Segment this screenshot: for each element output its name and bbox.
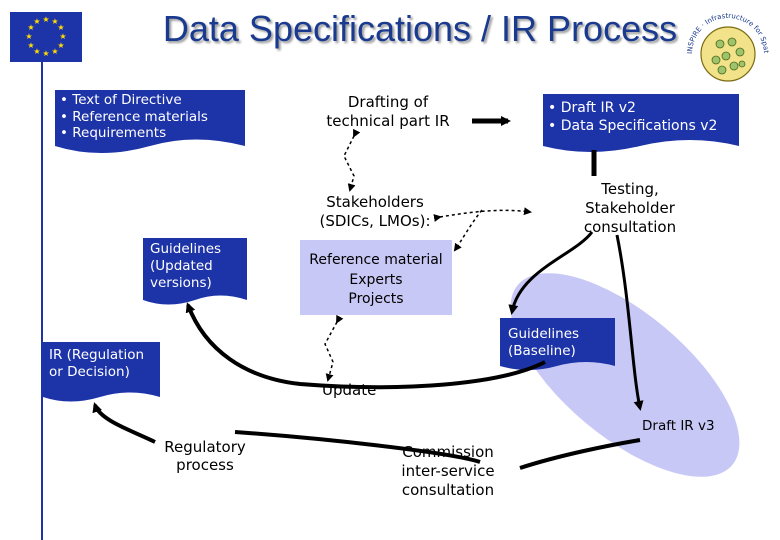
- arrow-testing-to-v3: [615, 234, 644, 411]
- reference-label: Reference material Experts Projects: [300, 251, 452, 310]
- inputs-item: • Requirements: [60, 125, 167, 141]
- guidelines-updated-box: [143, 238, 247, 305]
- arrow-commission-curve: [234, 430, 481, 464]
- svg-text:★: ★: [25, 32, 32, 41]
- draft-v2-list: • Draft IR v2 • Data Specifications v2: [548, 99, 738, 135]
- drafting-label: Drafting of technical part IR: [326, 93, 450, 130]
- eu-flag-logo: ★★★ ★★★ ★★★ ★★★: [10, 12, 82, 62]
- svg-text:★: ★: [59, 32, 66, 41]
- draft-v2-item: • Draft IR v2: [548, 100, 636, 116]
- dashed-to-reference: [453, 209, 483, 252]
- arrow-baseline-update-to-guidelines: [185, 302, 546, 390]
- inspire-logo: INSPIRE · Infrastructure for Spatial Inf…: [677, 0, 776, 96]
- draft-v2-box: [543, 94, 739, 152]
- reference-line: Experts: [349, 271, 403, 288]
- dashed-drafting-stakeholders: [343, 128, 361, 192]
- svg-text:★: ★: [27, 41, 34, 50]
- draft-v2-item: • Data Specifications v2: [548, 118, 718, 134]
- regulatory-label: Regulatory process: [164, 438, 246, 474]
- svg-text:★: ★: [57, 41, 64, 50]
- svg-text:★: ★: [42, 15, 49, 24]
- reference-box: [300, 240, 452, 315]
- guidelines-updated-label: Guidelines (Updated versions): [150, 241, 222, 291]
- svg-text:★: ★: [51, 17, 58, 26]
- guidelines-baseline-box: [500, 318, 615, 370]
- inputs-list: • Text of Directive • Reference material…: [60, 92, 245, 142]
- arrow-testing-to-baseline: [508, 231, 594, 315]
- stakeholders-label: Stakeholders (SDICs, LMOs):: [319, 193, 431, 230]
- svg-text:★: ★: [33, 17, 40, 26]
- svg-text:★: ★: [57, 23, 64, 32]
- dashed-stakeholders-testing: [433, 207, 532, 222]
- dashed-reference-update: [324, 314, 344, 382]
- ir-regulation-box: [43, 342, 160, 402]
- commission-label: Commission inter-service consultation: [401, 443, 495, 499]
- svg-text:★: ★: [27, 23, 34, 32]
- svg-text:★: ★: [42, 49, 49, 58]
- inputs-item: • Text of Directive: [60, 92, 182, 108]
- inputs-box: [55, 90, 245, 153]
- svg-text:★: ★: [33, 47, 40, 56]
- testing-label: Testing, Stakeholder consultation: [583, 180, 677, 236]
- reference-line: Reference material: [309, 252, 443, 268]
- draft-v3-label: Draft IR v3: [642, 418, 715, 434]
- guidelines-baseline-label: Guidelines (Baseline): [508, 326, 580, 359]
- reference-line: Projects: [348, 291, 404, 307]
- inputs-item: • Reference materials: [60, 108, 208, 125]
- eu-stars-icon: ★★★ ★★★ ★★★ ★★★: [25, 15, 66, 58]
- left-rule: [41, 62, 43, 540]
- arrow-v3-to-commission: [519, 438, 641, 470]
- slide-title: Data Specifications / IR Process: [162, 8, 678, 49]
- ir-regulation-label: IR (Regulation or Decision): [49, 347, 145, 380]
- update-label: Update: [322, 381, 377, 399]
- svg-text:★: ★: [51, 47, 58, 56]
- arrow-regulatory-to-ir: [92, 402, 156, 444]
